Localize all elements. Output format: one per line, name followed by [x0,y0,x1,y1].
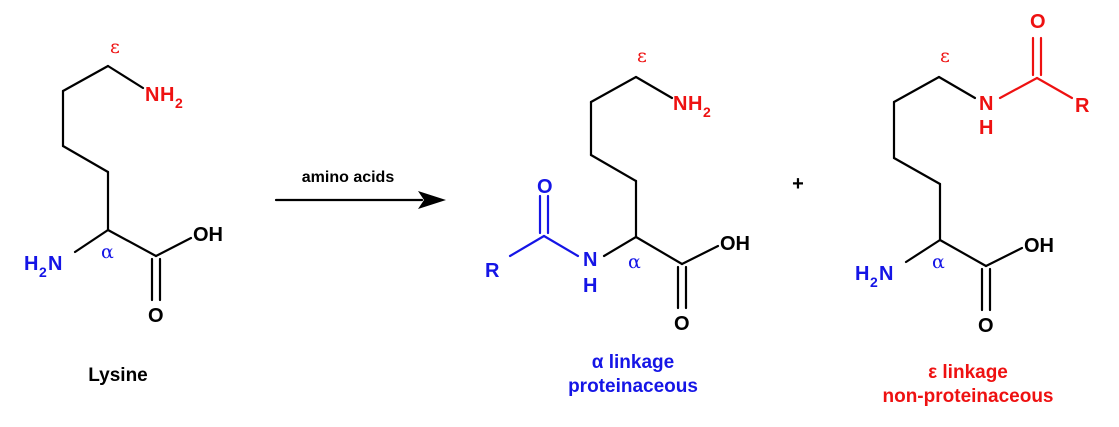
epsilon-linkage-product: ε N H O R H 2 N α OH O ε linkage non-pro… [855,11,1090,407]
amide-h-atom: H [979,117,993,139]
amine-h-atom: H [160,84,174,106]
bond [938,238,988,268]
bond [61,64,110,93]
carbonyl-o-atom: O [674,313,690,335]
bond [589,75,638,104]
amide-o-atom: O [537,176,553,198]
r-group: R [485,260,500,282]
epsilon-linkage-caption: ε linkage [928,362,1008,383]
bond [904,238,942,264]
alpha-linkage-product: ε N H 2 O R N H α OH O α linkage protein… [485,45,750,397]
hydroxyl-atom: OH [1024,235,1054,257]
epsilon-label: ε [637,45,647,67]
amide-h-atom: H [583,275,597,297]
carbonyl-o-atom: O [148,305,164,327]
bond [634,75,674,100]
epsilon-linkage-subcaption: non-proteinaceous [882,386,1053,407]
bond [73,228,110,254]
amine-n-atom: N [673,93,687,115]
alpha-amine-n-atom: N [879,263,893,285]
epsilon-label: ε [110,36,120,58]
bond [61,144,110,174]
plus-sign: + [792,173,804,195]
bond [589,153,638,183]
amine-subscript: 2 [175,95,183,111]
r-group: R [1075,95,1090,117]
bond [984,246,1024,268]
arrow-head [418,191,446,209]
amide-n-atom: N [583,249,597,271]
epsilon-label: ε [940,45,950,67]
bond [106,228,158,258]
bond [937,75,977,100]
lysine-molecule: ε N H 2 H 2 N α OH O Lysine [24,36,223,386]
alpha-linkage-subcaption: proteinaceous [568,376,698,397]
amine-h-atom: H [688,93,702,115]
hydroxyl-atom: OH [720,233,750,255]
alpha-linkage-caption: α linkage [592,352,674,373]
amide-bond [542,234,580,258]
carbonyl-o-atom: O [978,315,994,337]
alpha-label: α [101,241,114,263]
alpha-amine-h-atom: H [24,253,38,275]
amine-subscript: 2 [703,104,711,120]
alpha-amine-h-atom: H [855,263,869,285]
alpha-amine-n-atom: N [48,253,62,275]
arrow-label: amino acids [302,169,395,186]
bond [680,244,720,266]
amide-bond [508,234,546,258]
hydroxyl-atom: OH [193,224,223,246]
bond [154,236,193,258]
amide-bond [998,76,1039,100]
amide-bond [1035,76,1074,100]
amide-n-atom: N [979,93,993,115]
bond [106,64,145,90]
bond [892,75,941,104]
alpha-label: α [628,251,641,273]
bond [892,156,942,186]
amide-o-atom: O [1030,11,1046,33]
amine-n-atom: N [145,84,159,106]
lysine-caption: Lysine [88,365,148,386]
bond [634,235,684,266]
reaction-arrow: amino acids [274,169,446,209]
alpha-amine-subscript: 2 [39,264,47,280]
bond [602,235,638,258]
alpha-label: α [932,251,945,273]
alpha-amine-subscript: 2 [870,274,878,290]
